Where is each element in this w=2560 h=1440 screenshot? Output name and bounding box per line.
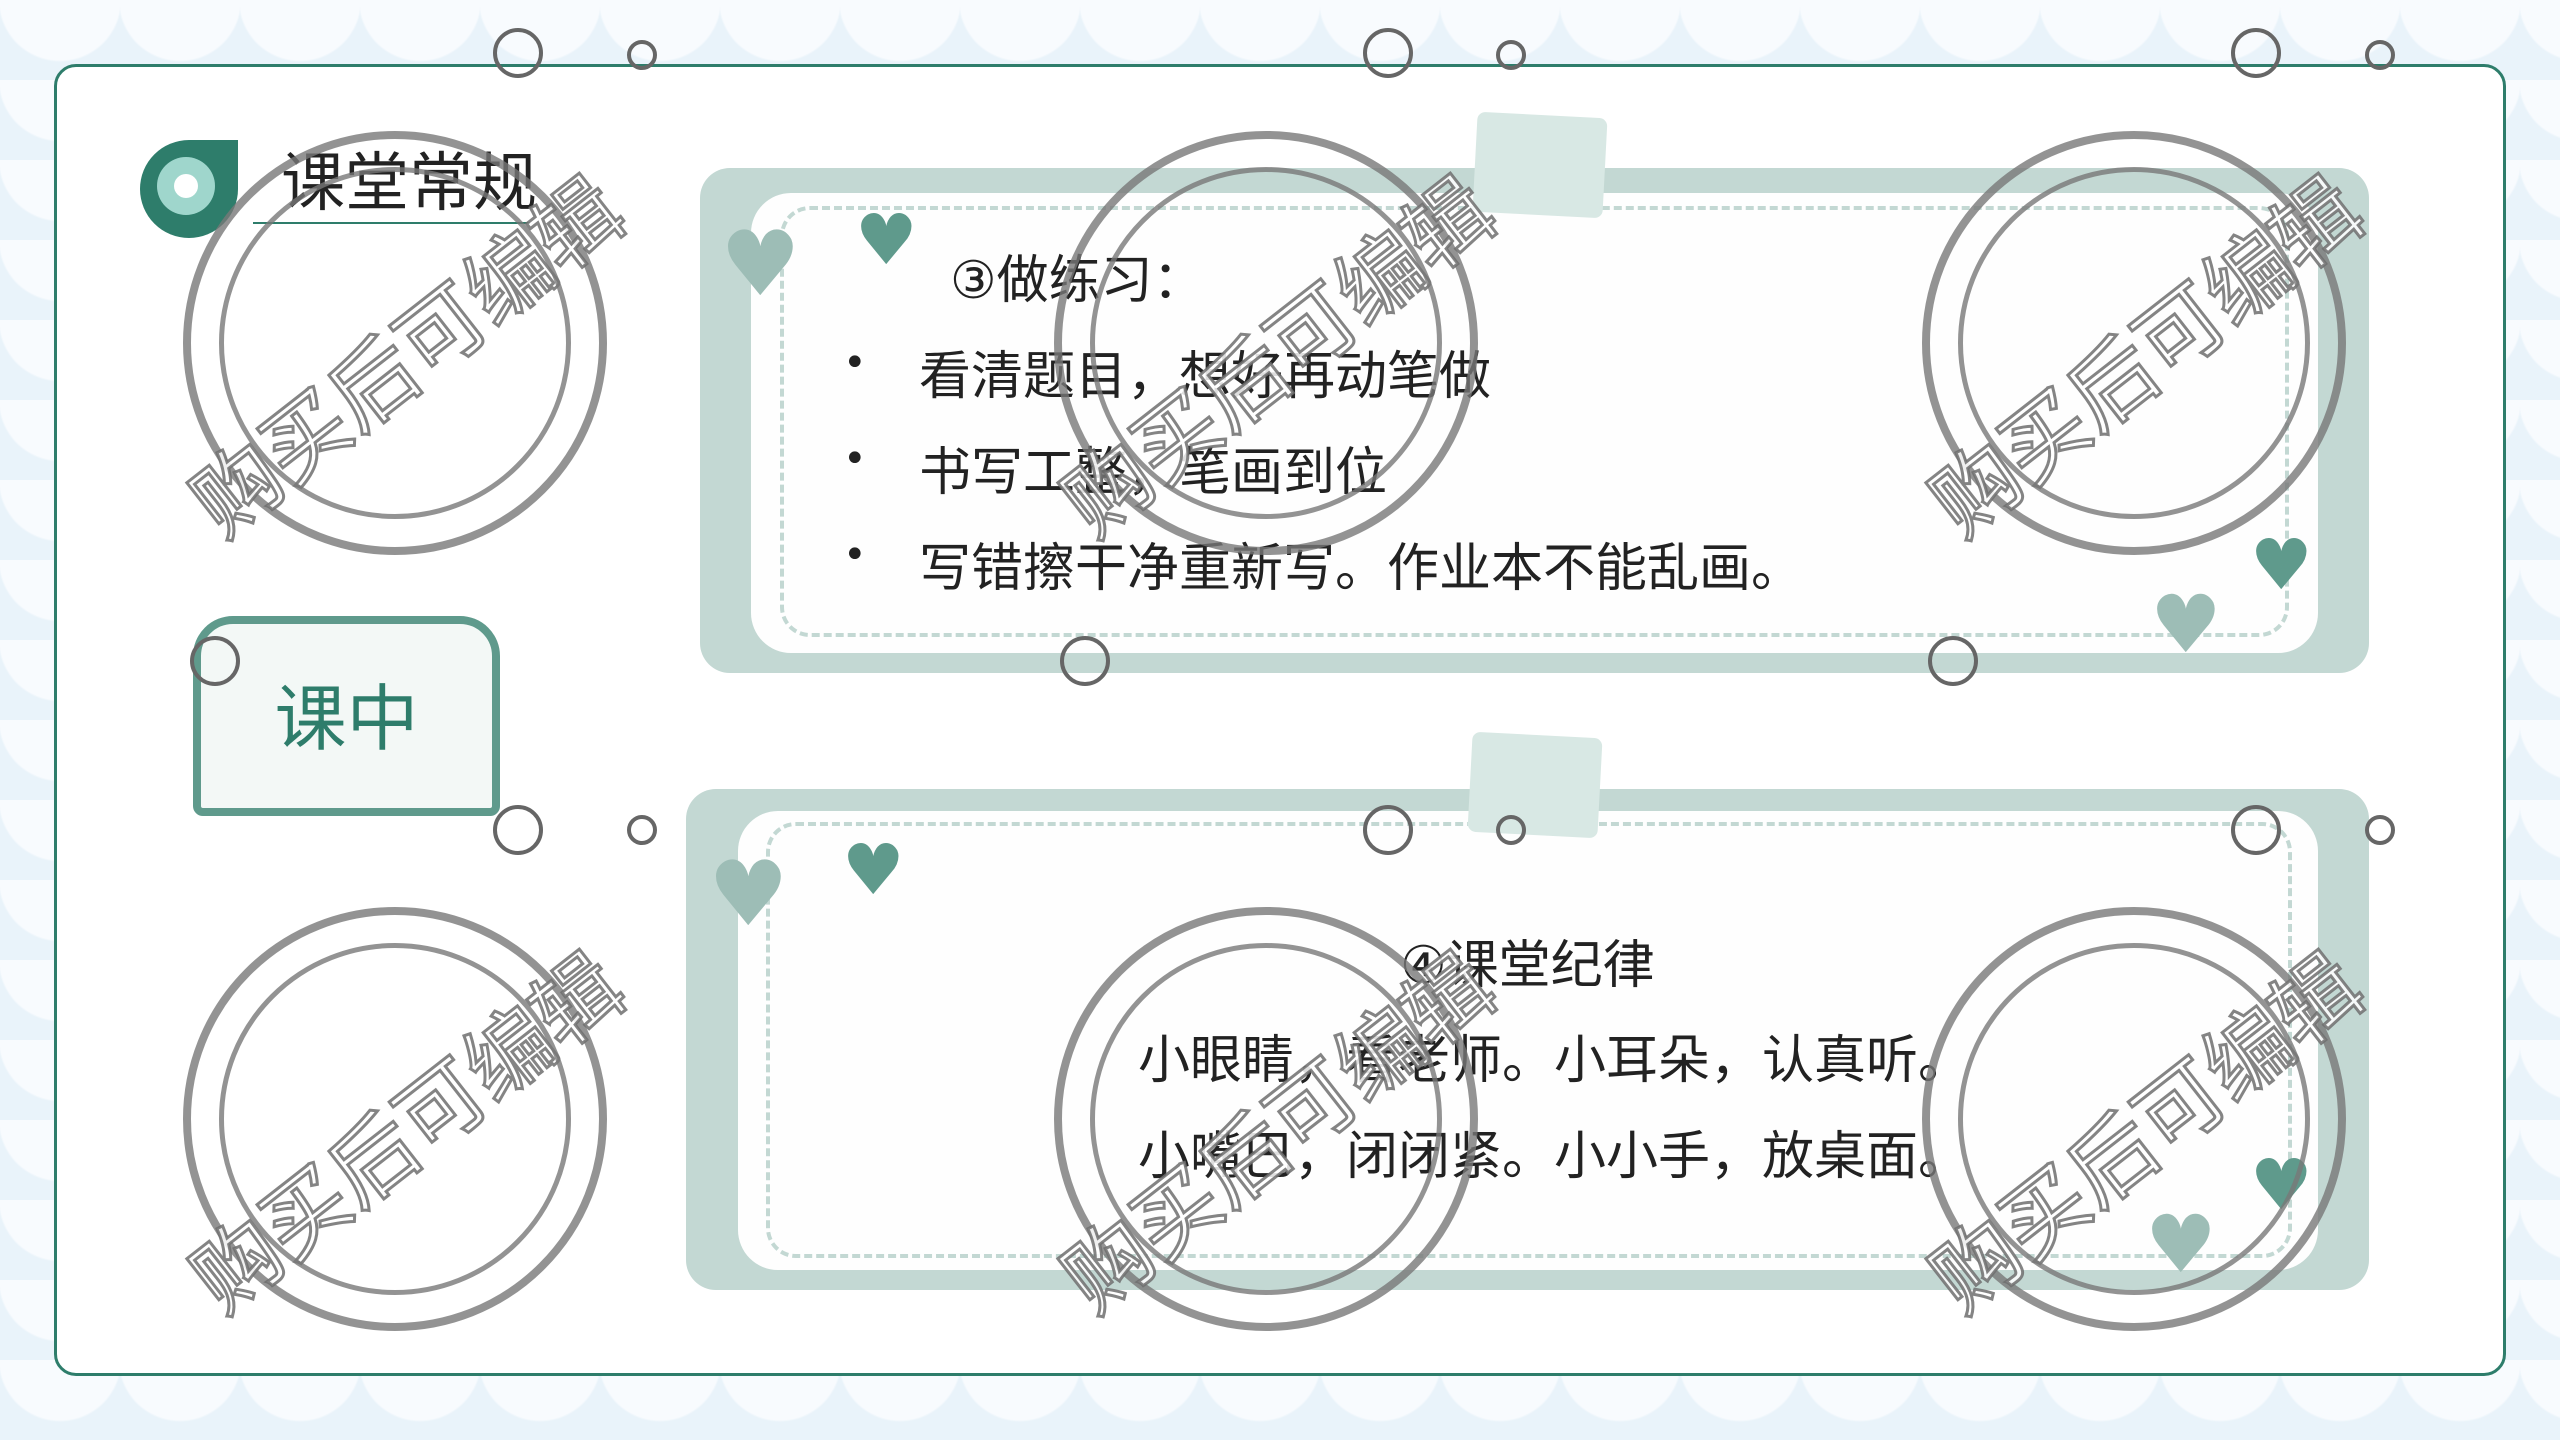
page-title: 课堂常规 xyxy=(281,147,537,221)
heart-icon: ♥ xyxy=(2250,1144,2313,1226)
practice-item: 写错擦干净重新写。作业本不能乱画。 xyxy=(919,539,1804,599)
discipline-panel-inner xyxy=(738,811,2318,1270)
book-label: 课中 xyxy=(193,616,500,816)
discipline-line: 小嘴巴，闭闭紧。小小手，放桌面。 xyxy=(1138,1127,1971,1187)
heart-icon: ♥ xyxy=(842,829,905,911)
book-label-text: 课中 xyxy=(274,677,419,761)
practice-item: 书写工整，笔画到位 xyxy=(919,443,1388,503)
practice-panel-inner xyxy=(751,193,2318,653)
bullet: • xyxy=(843,532,867,578)
header-icon xyxy=(140,140,238,238)
bullet: • xyxy=(843,340,867,386)
bullet: • xyxy=(843,436,867,482)
practice-item: 看清题目，想好再动笔做 xyxy=(919,347,1492,407)
heart-icon: ♥ xyxy=(2250,524,2313,606)
heart-icon: ♥ xyxy=(855,199,918,281)
tape-tab xyxy=(1472,111,1608,219)
heart-icon: ♥ xyxy=(720,212,801,317)
heart-icon: ♥ xyxy=(2145,1198,2217,1291)
heart-icon: ♥ xyxy=(708,842,789,947)
discipline-line: 小眼睛，看老师。小耳朵，认真听。 xyxy=(1138,1031,1971,1091)
discipline-heading: ④课堂纪律 xyxy=(1400,936,1655,996)
practice-heading: ③做练习： xyxy=(950,251,1205,311)
tape-tab xyxy=(1467,731,1603,839)
heart-icon: ♥ xyxy=(2150,578,2222,671)
title-underline xyxy=(253,222,530,224)
